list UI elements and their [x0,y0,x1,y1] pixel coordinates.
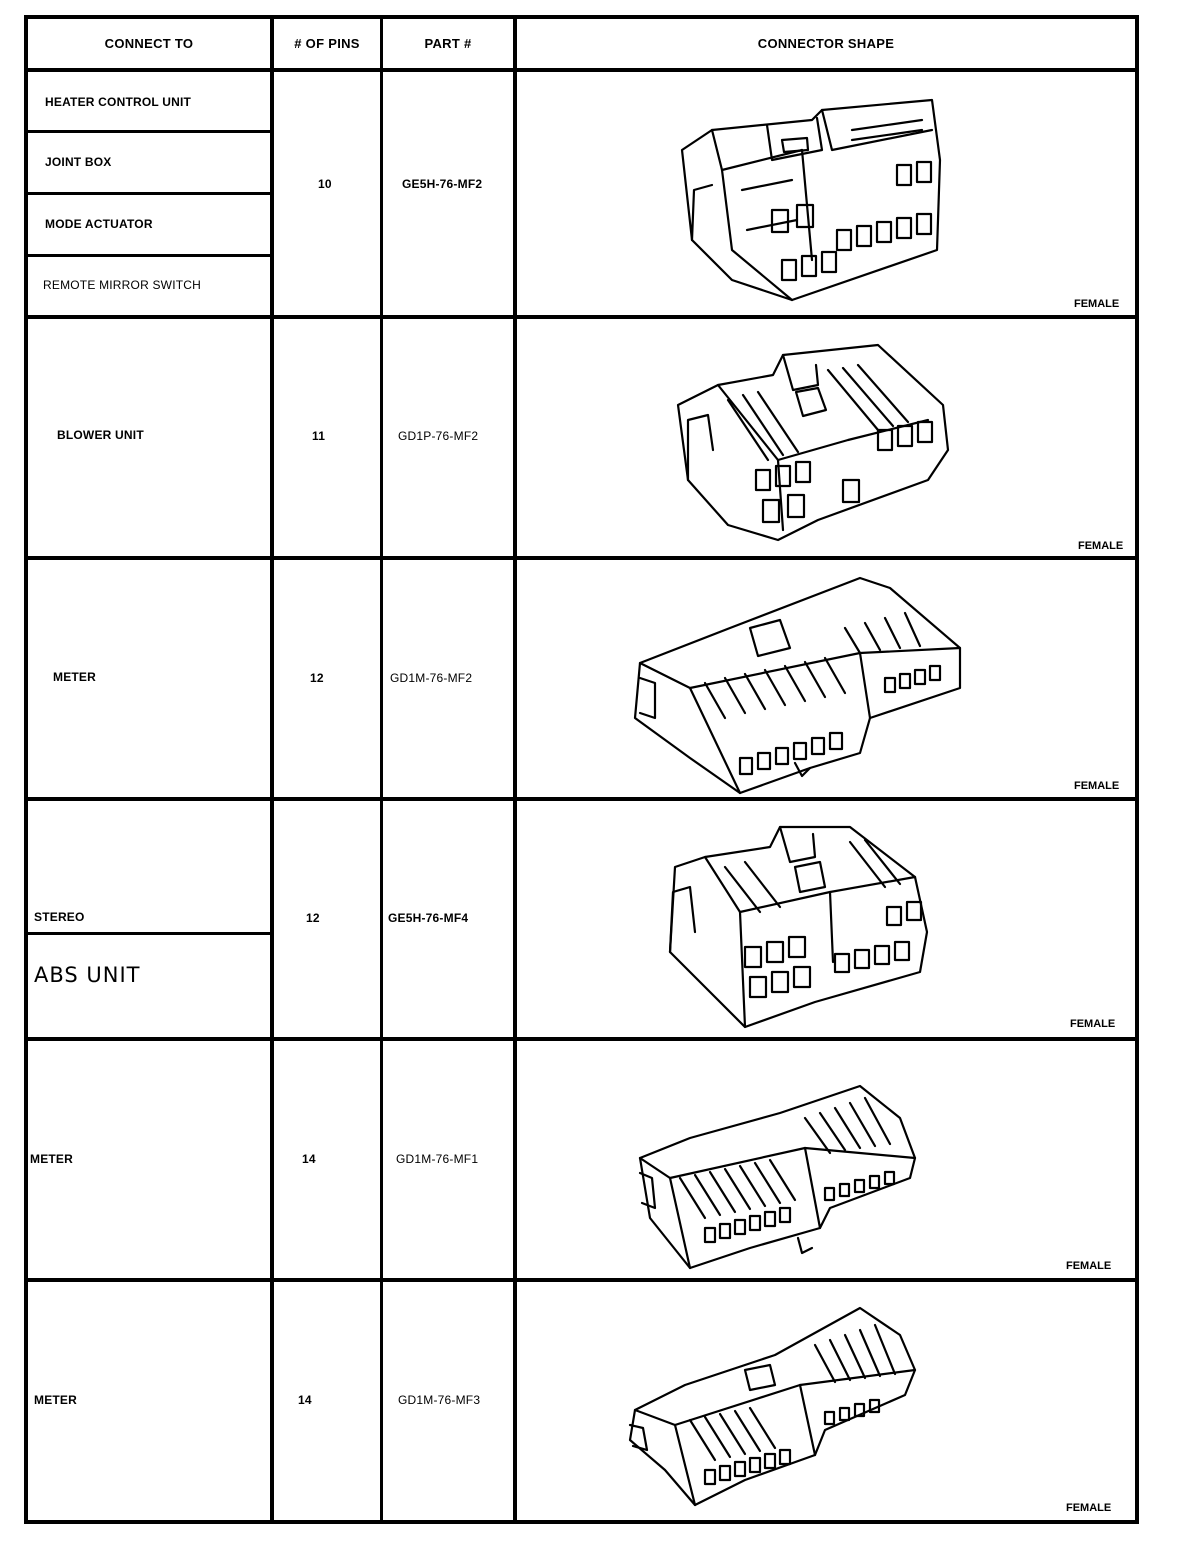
row-divider [24,315,1139,319]
header-connect-to: CONNECT TO [104,36,194,51]
connector-10-pin-icon [680,98,942,302]
header-connector-shape: CONNECTOR SHAPE [757,36,895,51]
connector-14-pin-icon [628,1306,917,1507]
table-border-left [24,15,28,1524]
pin-count: 14 [302,1152,316,1166]
connector-12-pin-icon [668,825,929,1029]
connect-to-label: JOINT BOX [45,155,112,169]
column-divider [270,15,274,1524]
header-pins: # OF PINS [294,36,360,51]
part-number: GD1M-76-MF3 [398,1393,481,1407]
connect-to-label: METER [34,1393,77,1407]
connect-to-label: METER [30,1152,73,1166]
part-number: GD1M-76-MF1 [396,1152,479,1166]
row-divider [24,797,1139,801]
table-border-bottom [24,1520,1139,1524]
table-border-right [1135,15,1139,1524]
sub-row-divider [24,130,272,133]
part-number: GE5H-76-MF4 [388,911,469,925]
gender-label: FEMALE [1074,298,1120,310]
sub-row-divider [24,932,272,935]
gender-label: FEMALE [1070,1018,1116,1030]
sub-row-divider [24,192,272,195]
row-divider [24,1278,1139,1282]
column-divider [513,15,517,1524]
connector-11-pin-icon [676,343,950,542]
connect-to-label: HEATER CONTROL UNIT [45,95,192,109]
gender-label: FEMALE [1066,1260,1112,1272]
table-border-top [24,15,1139,19]
connect-to-label: MODE ACTUATOR [45,217,153,231]
pin-count: 14 [298,1393,312,1407]
pin-count: 12 [310,671,324,685]
sub-row-divider [24,254,272,257]
gender-label: FEMALE [1066,1502,1112,1514]
gender-label: FEMALE [1078,540,1124,552]
pin-count: 10 [318,177,332,191]
connect-to-label: STEREO [34,910,85,924]
connect-to-label: REMOTE MIRROR SWITCH [43,278,201,292]
row-divider [24,1037,1139,1041]
pin-count: 12 [306,911,320,925]
header-part: PART # [424,36,472,51]
connect-to-label-handwritten: ABS UNIT [34,963,141,987]
gender-label: FEMALE [1074,780,1120,792]
header-divider [24,68,1139,72]
part-number: GD1P-76-MF2 [398,429,479,443]
connector-12-pin-icon [633,576,962,795]
connector-14-pin-icon [638,1084,917,1270]
pin-count: 11 [312,429,326,443]
column-divider [380,15,383,1524]
part-number: GE5H-76-MF2 [402,177,483,191]
connect-to-label: METER [53,670,96,684]
connect-to-label: BLOWER UNIT [57,428,144,442]
part-number: GD1M-76-MF2 [390,671,473,685]
row-divider [24,556,1139,560]
